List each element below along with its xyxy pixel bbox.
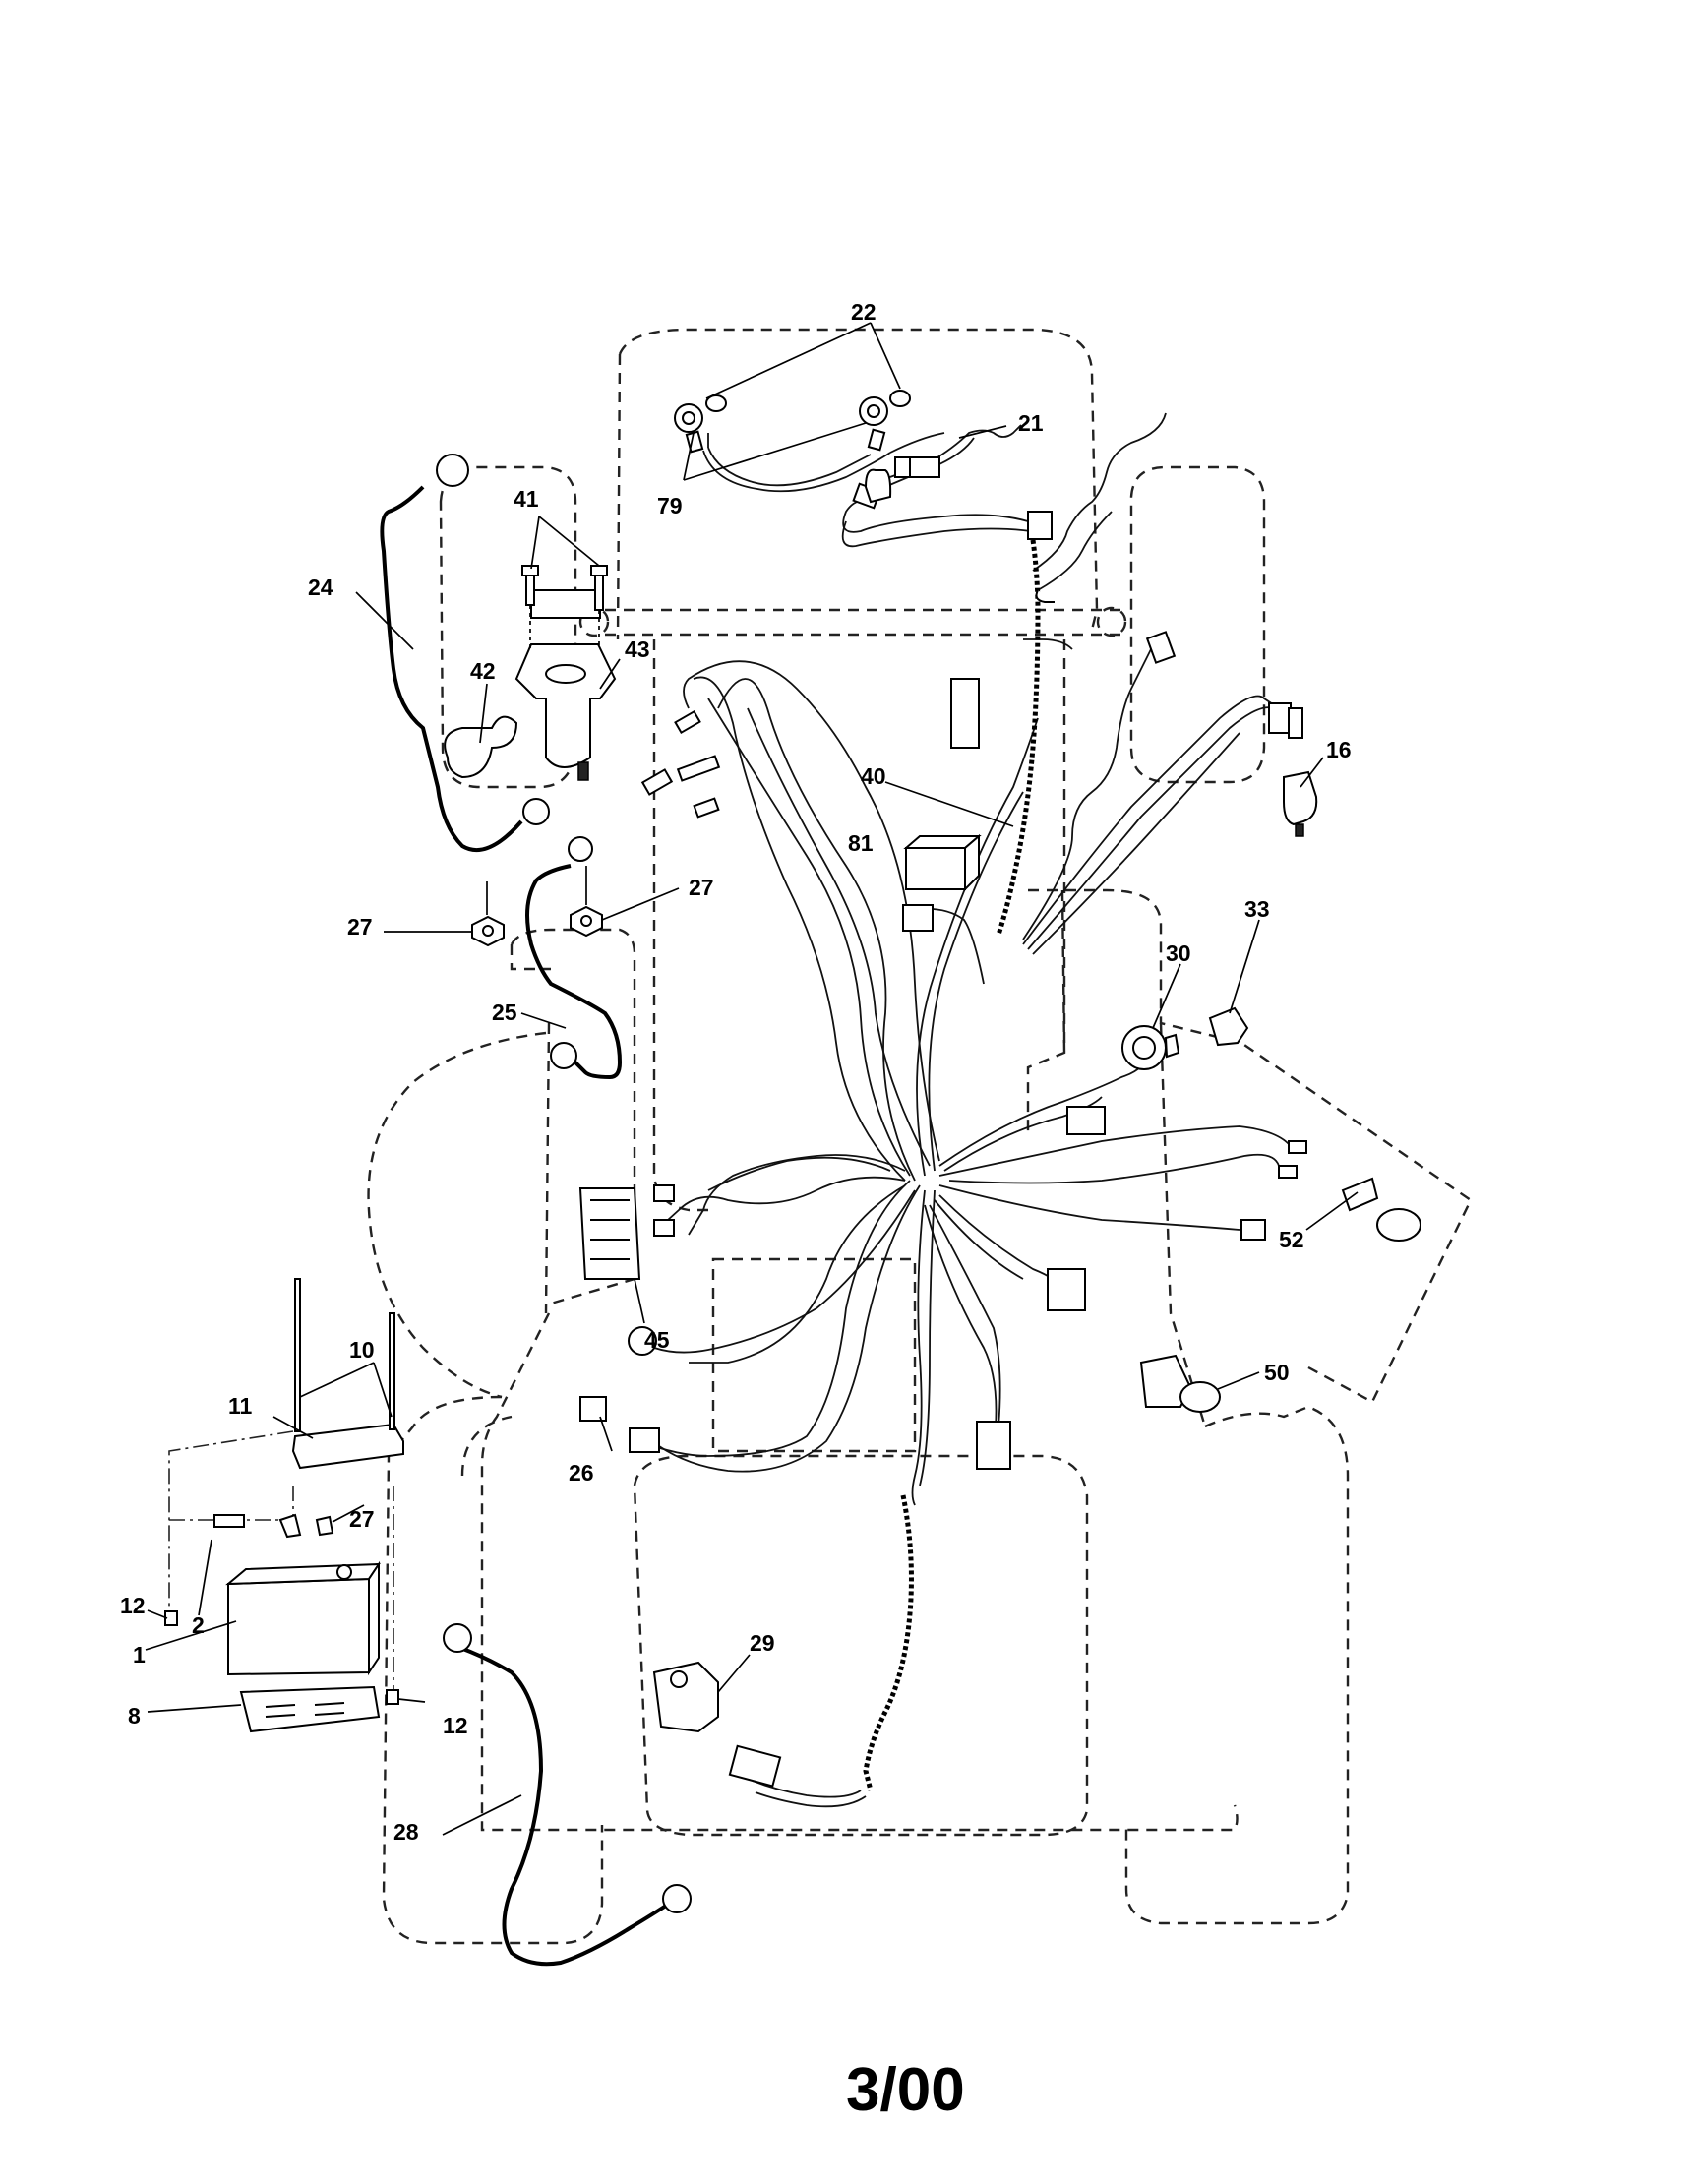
headlight-sockets bbox=[674, 390, 911, 454]
ring-terminal-24-bottom bbox=[522, 798, 550, 825]
ignition-connector bbox=[1066, 1106, 1106, 1135]
callout-22: 22 bbox=[851, 299, 877, 325]
plug-to-81 bbox=[902, 904, 934, 932]
battery-assembly bbox=[164, 1278, 404, 1733]
callout-40: 40 bbox=[861, 763, 886, 789]
relay-81 bbox=[905, 847, 966, 890]
ring-terminal-24-top bbox=[436, 454, 469, 487]
callout-10: 10 bbox=[349, 1337, 375, 1363]
callout-79: 79 bbox=[657, 493, 683, 518]
ring-terminal-28-top bbox=[443, 1623, 472, 1653]
pto-knob-50 bbox=[1179, 1381, 1221, 1413]
clip-26 bbox=[579, 1396, 607, 1422]
bulb-22-left bbox=[705, 394, 727, 412]
callout-24: 24 bbox=[308, 575, 333, 600]
module-45 bbox=[578, 1187, 641, 1280]
callout-45: 45 bbox=[644, 1327, 670, 1353]
four-pin-connector bbox=[976, 1421, 1011, 1470]
solenoid-bracket bbox=[530, 589, 601, 619]
harness-terminals bbox=[579, 456, 1307, 1470]
switch-16 bbox=[1283, 770, 1318, 826]
bolt-2 bbox=[213, 1514, 245, 1528]
callout-1: 1 bbox=[133, 1642, 146, 1668]
callout-11: 11 bbox=[228, 1393, 253, 1419]
callout-43: 43 bbox=[625, 637, 650, 662]
callout-41: 41 bbox=[514, 486, 539, 512]
callout-27a: 27 bbox=[347, 914, 373, 940]
rod-10-right bbox=[389, 1312, 395, 1430]
leader-lines bbox=[145, 322, 1359, 1836]
callout-33: 33 bbox=[1244, 896, 1270, 922]
callout-27b: 27 bbox=[689, 875, 714, 900]
ring-terminals bbox=[436, 454, 692, 1913]
battery-tray-8 bbox=[239, 1685, 381, 1733]
lamp-socket-52 bbox=[1341, 1177, 1379, 1212]
ring-terminal-28-bottom bbox=[662, 1884, 692, 1913]
date-code: 3/00 bbox=[846, 2056, 965, 2124]
seat-switch-plug-29 bbox=[728, 1744, 782, 1788]
nuts bbox=[471, 866, 603, 947]
coil-cords bbox=[863, 525, 1041, 1791]
ring-terminal-25-top bbox=[568, 836, 593, 862]
callout-labels: 1 2 8 10 11 12 12 16 21 22 24 25 26 27 2… bbox=[120, 299, 1352, 1845]
callout-25: 25 bbox=[492, 1000, 517, 1025]
callout-2: 2 bbox=[192, 1612, 205, 1638]
seat-switch-29 bbox=[652, 1661, 719, 1733]
callout-8: 8 bbox=[128, 1703, 141, 1729]
callout-28: 28 bbox=[393, 1819, 419, 1845]
callout-29: 29 bbox=[750, 1630, 775, 1656]
callout-30: 30 bbox=[1166, 940, 1191, 966]
callout-21: 21 bbox=[1018, 410, 1044, 436]
seat-switch-plug bbox=[950, 678, 980, 749]
main-wire-harness bbox=[638, 412, 1295, 1506]
ring-terminal-25-bottom bbox=[550, 1042, 577, 1069]
six-pin-connector bbox=[1047, 1268, 1086, 1311]
callout-16: 16 bbox=[1326, 737, 1352, 762]
callout-52: 52 bbox=[1279, 1227, 1304, 1252]
terminal-26 bbox=[629, 1427, 660, 1453]
battery-cables bbox=[380, 485, 671, 1967]
solenoid-body bbox=[545, 698, 591, 768]
callout-50: 50 bbox=[1264, 1360, 1290, 1385]
headlight-harness bbox=[702, 424, 1032, 548]
rod-10-left bbox=[294, 1278, 301, 1432]
callout-81: 81 bbox=[848, 830, 874, 856]
callout-26: 26 bbox=[569, 1460, 594, 1486]
hold-down-11 bbox=[291, 1423, 404, 1470]
coil-lower-lead-2 bbox=[755, 1791, 867, 1808]
callout-42: 42 bbox=[470, 658, 496, 684]
bulb-22-right bbox=[889, 390, 911, 407]
top-connector-cluster bbox=[1027, 511, 1053, 540]
callout-27c: 27 bbox=[349, 1506, 375, 1532]
terminal-boot-42 bbox=[444, 715, 518, 779]
battery-1 bbox=[227, 1577, 370, 1676]
headlight-plug bbox=[909, 456, 940, 478]
nut-12-right bbox=[386, 1689, 399, 1705]
switch-33 bbox=[1208, 1006, 1249, 1047]
callout-12a: 12 bbox=[120, 1593, 146, 1618]
starter-solenoid bbox=[444, 565, 617, 781]
ring-terminal-harness bbox=[628, 1326, 657, 1356]
lamp-bulb-52 bbox=[1376, 1208, 1421, 1242]
callout-12b: 12 bbox=[443, 1713, 468, 1738]
controls bbox=[578, 770, 1421, 1788]
coil-lower-lead bbox=[752, 1780, 862, 1798]
